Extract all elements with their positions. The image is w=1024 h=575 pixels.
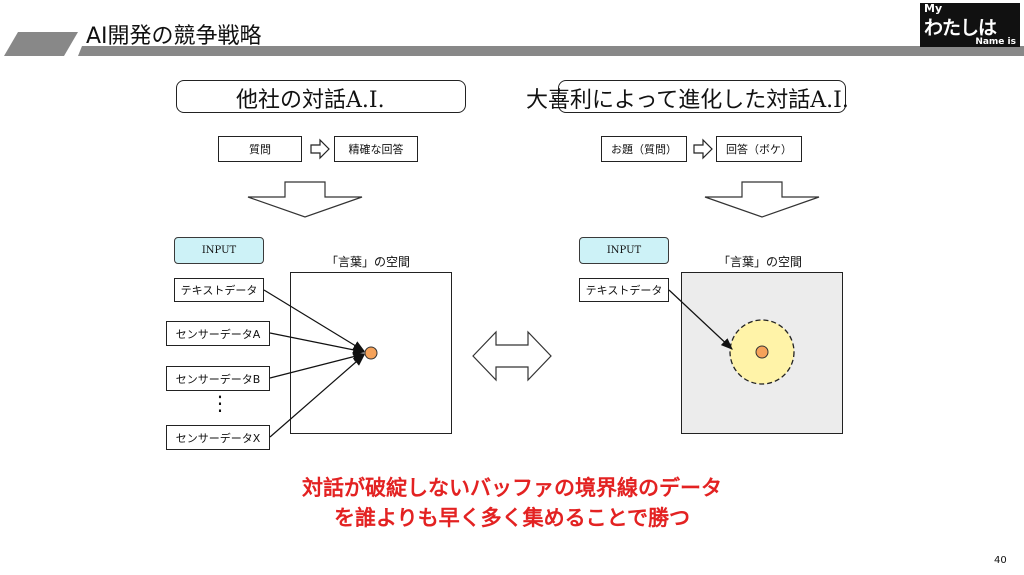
right-heading-ai: A.I. [810, 88, 849, 113]
left-heading: 他社の対話A.I. [236, 82, 385, 114]
left-input-sensor-a: センサーデータA [166, 321, 270, 346]
left-input-ellipsis: ⋮ [210, 391, 230, 415]
arrow-sensor-b-to-point [269, 352, 366, 379]
left-flow-output: 精確な回答 [334, 136, 418, 162]
double-arrow-icon [472, 330, 552, 382]
left-flow-arrow-icon [310, 138, 330, 160]
conclusion-line-1: 対話が破綻しないバッファの境界線のデータ [302, 476, 722, 500]
brand-logo: My わたしは Name is [920, 2, 1020, 47]
left-input-tag: INPUT [174, 237, 264, 264]
arrow-text-to-point [263, 289, 366, 352]
right-heading: 大喜利によって進化した対話A.I. [526, 82, 849, 114]
right-down-arrow-icon [704, 181, 820, 218]
right-heading-text: 大喜利によって進化した対話 [526, 88, 811, 113]
page-number: 40 [994, 555, 1007, 566]
right-input-text-data: テキストデータ [579, 278, 669, 302]
left-down-arrow-icon [247, 181, 363, 218]
arrow-sensor-a-to-point [269, 332, 366, 355]
left-input-sensor-b: センサーデータB [166, 366, 270, 391]
right-space-label: 「言葉」の空間 [718, 255, 803, 269]
left-heading-frame [176, 80, 466, 113]
left-input-sensor-x: センサーデータX [166, 425, 270, 450]
right-flow-input: お題（質問） [601, 136, 687, 162]
left-flow-input: 質問 [218, 136, 302, 162]
right-flow-output: 回答（ボケ） [716, 136, 802, 162]
left-heading-text: 他社の対話 [236, 88, 347, 113]
page-title: AI開発の競争戦略 [86, 24, 262, 49]
right-input-tag: INPUT [579, 237, 669, 264]
right-heading-frame [558, 80, 846, 113]
right-answer-point [755, 345, 769, 359]
left-heading-ai: A.I. [346, 88, 385, 113]
left-answer-point [364, 346, 378, 360]
header-bar [4, 32, 1024, 56]
arrow-sensor-x-to-point [269, 354, 365, 438]
left-input-text-data: テキストデータ [174, 278, 264, 302]
logo-my: My [924, 2, 943, 15]
logo-name-is: Name is [975, 37, 1016, 47]
arrow-right-text-to-boundary [668, 289, 733, 350]
logo-main: わたしは [924, 17, 997, 39]
left-space-label: 「言葉」の空間 [326, 255, 411, 269]
conclusion-line-2: を誰よりも早く多く集めることで勝つ [334, 506, 690, 530]
right-flow-arrow-icon [693, 138, 713, 160]
